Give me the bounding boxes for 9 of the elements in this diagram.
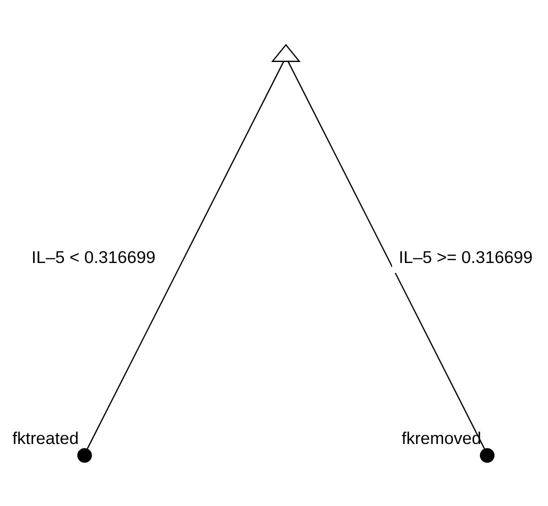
edge-label: IL–5 < 0.316699 <box>32 247 156 266</box>
node-circle <box>480 448 495 462</box>
connector <box>86 60 284 448</box>
node-circle <box>77 448 92 462</box>
connector <box>288 60 485 448</box>
node-label: fkremoved <box>402 428 482 448</box>
edge-label: IL–5 >= 0.316699 <box>398 247 533 266</box>
node-triangle <box>271 43 301 62</box>
node-label: fktreated <box>12 428 79 448</box>
